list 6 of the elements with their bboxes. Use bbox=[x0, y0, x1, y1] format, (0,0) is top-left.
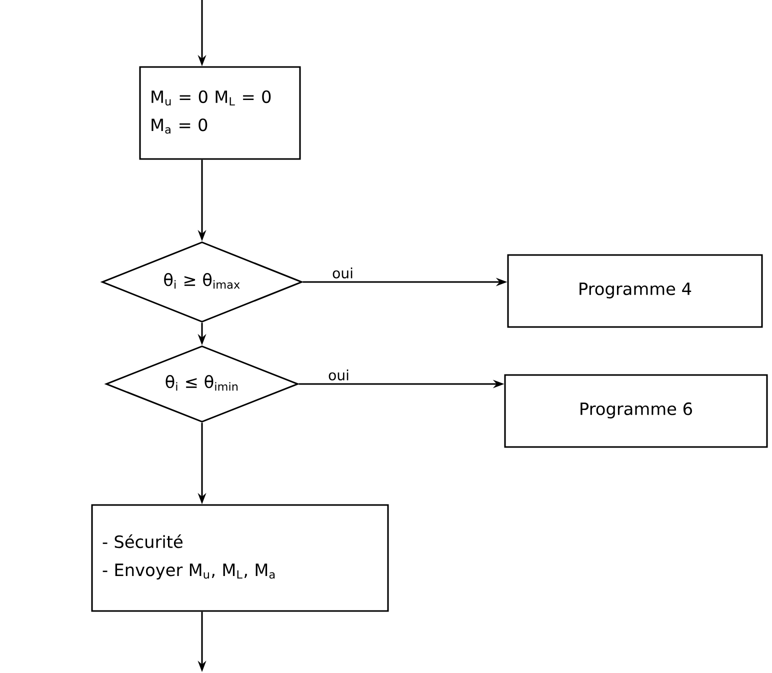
process-box: Programme 4 bbox=[507, 254, 763, 328]
edge-label: oui bbox=[326, 368, 351, 382]
edge-label: oui bbox=[330, 266, 355, 280]
process-box: - Sécurité - Envoyer M$_{u}$, M$_{L}$, M$_{a}$ bbox=[91, 504, 389, 612]
process-box: Programme 6 bbox=[504, 374, 768, 448]
process-box: M$_{u}$ = 0 M$_{L}$ = 0 M$_{a}$ = 0 bbox=[139, 66, 301, 160]
